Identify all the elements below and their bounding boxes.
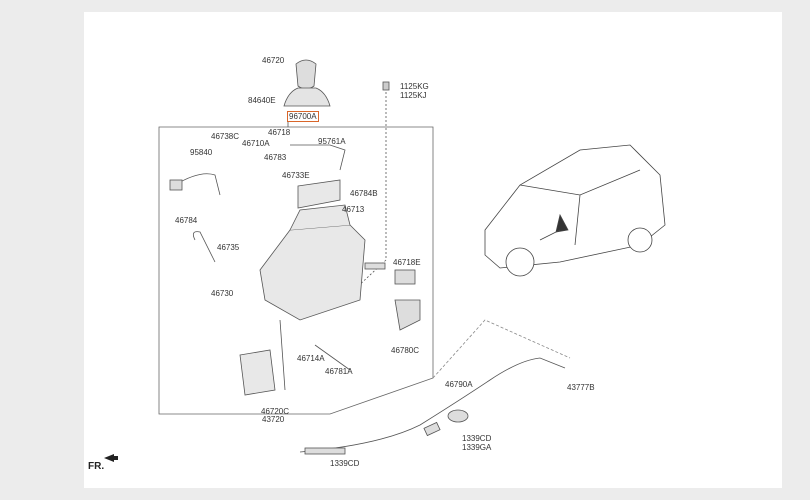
part-label-95761A[interactable]: 95761A: [318, 137, 346, 146]
front-arrow-icon: [104, 454, 118, 462]
part-label-84640E[interactable]: 84640E: [248, 96, 276, 105]
part-label-46780C[interactable]: 46780C: [391, 346, 420, 355]
part-label-46735[interactable]: 46735: [217, 243, 240, 252]
part-label-1125KG[interactable]: 1125KG: [400, 82, 429, 91]
part-label-46738C[interactable]: 46738C: [211, 132, 240, 141]
part-label-46718E[interactable]: 46718E: [393, 258, 421, 267]
part-label-46710A[interactable]: 46710A: [242, 139, 270, 148]
part-label-46784B[interactable]: 46784B: [350, 189, 378, 198]
part-label-1339CD[interactable]: 1339CD: [462, 434, 492, 443]
diagram-panel: 46720 84640E 96700A 1125KG 1125KJ 46738C…: [84, 12, 782, 488]
part-label-1125KJ[interactable]: 1125KJ: [400, 91, 427, 100]
part-label-1339GA[interactable]: 1339GA: [462, 443, 492, 452]
part-label-46720[interactable]: 46720: [262, 56, 285, 65]
part-label-43777B[interactable]: 43777B: [567, 383, 595, 392]
part-label-43720[interactable]: 43720: [262, 415, 285, 424]
part-label-96700A-highlighted[interactable]: 96700A: [287, 111, 319, 122]
shift-cable: [299, 319, 571, 455]
part-label-46733E[interactable]: 46733E: [282, 171, 310, 180]
part-label-46713[interactable]: 46713: [342, 205, 365, 214]
part-label-46790A[interactable]: 46790A: [445, 380, 473, 389]
part-label-46720C[interactable]: 46720C: [261, 407, 290, 416]
vehicle-illustration: [484, 144, 666, 277]
shifter-body: [239, 179, 366, 396]
part-label-1339CD-lower[interactable]: 1339CD: [330, 459, 360, 468]
shift-knob: [283, 59, 331, 107]
front-direction-label: FR.: [88, 461, 105, 472]
part-label-46730[interactable]: 46730: [211, 289, 234, 298]
assembly-outline: [158, 126, 434, 415]
part-label-46718[interactable]: 46718: [268, 128, 291, 137]
part-label-46784[interactable]: 46784: [175, 216, 198, 225]
part-label-95840[interactable]: 95840: [190, 148, 213, 157]
parts-illustration: [104, 59, 666, 462]
part-label-46783[interactable]: 46783: [264, 153, 287, 162]
part-label-46781A[interactable]: 46781A: [325, 367, 353, 376]
part-label-46714A[interactable]: 46714A: [297, 354, 325, 363]
